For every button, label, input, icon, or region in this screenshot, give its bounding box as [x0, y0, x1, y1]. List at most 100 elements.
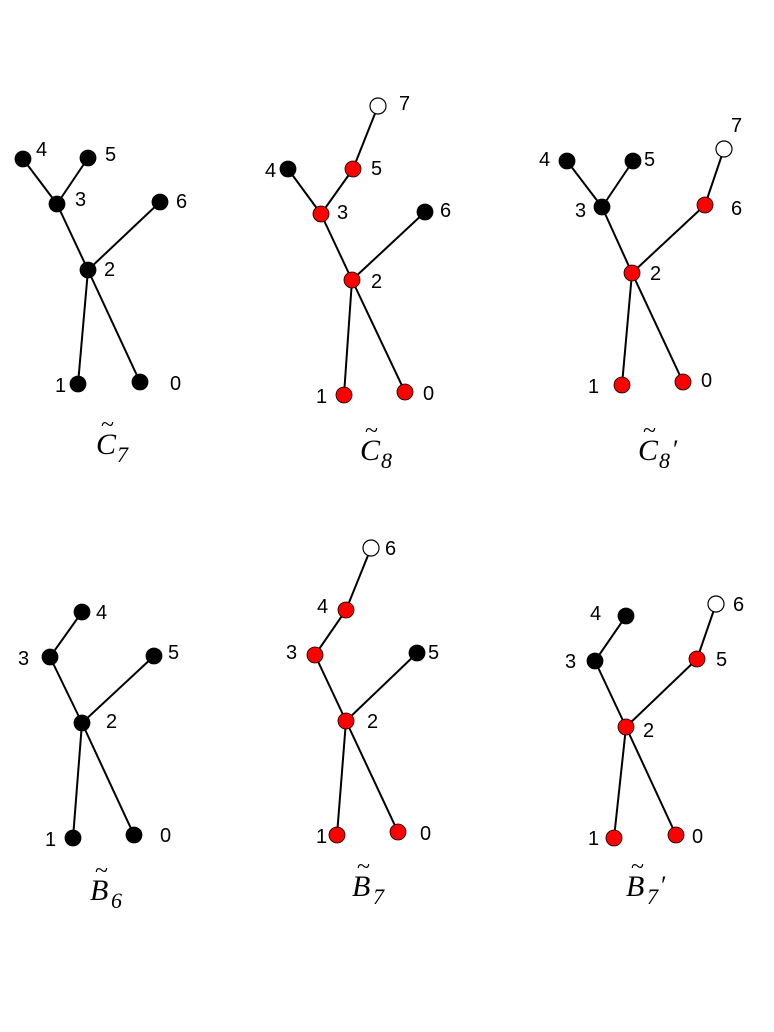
edge-2-5 — [345, 652, 418, 722]
node-4-black — [617, 607, 635, 625]
node-3-black — [586, 652, 604, 670]
edge-2-6 — [351, 211, 426, 281]
edge-2-1 — [77, 269, 89, 385]
node-6-open — [362, 539, 380, 557]
node-label-5: 5 — [428, 642, 439, 664]
node-5-red — [688, 650, 706, 668]
edge-2-0 — [625, 726, 677, 836]
node-label-6: 6 — [176, 191, 187, 213]
diagram-name: B — [90, 874, 108, 907]
edge-5-6 — [696, 603, 717, 660]
node-1-black — [69, 375, 87, 393]
node-label-2: 2 — [106, 711, 117, 733]
node-0-black — [131, 373, 149, 391]
node-4-black — [14, 150, 32, 168]
node-label-3: 3 — [18, 648, 29, 670]
diagram-name: C — [638, 434, 659, 467]
edge-2-1 — [343, 279, 353, 396]
node-5-black — [408, 644, 426, 662]
edge-3-4 — [22, 158, 58, 205]
node-2-black — [73, 714, 91, 732]
node-3-black — [41, 648, 59, 666]
edge-2-0 — [81, 722, 135, 836]
edge-2-0 — [351, 279, 406, 393]
node-label-5: 5 — [716, 649, 727, 671]
node-5-red — [344, 160, 362, 178]
diagram-subscript: 8 — [381, 448, 392, 473]
node-label-6: 6 — [733, 594, 744, 616]
node-6-red — [696, 196, 714, 214]
diagram-name: B — [626, 870, 644, 903]
node-4-black — [279, 160, 297, 178]
node-2-black — [79, 261, 97, 279]
edge-3-5 — [601, 160, 634, 208]
node-3-black — [48, 195, 66, 213]
node-0-black — [125, 826, 143, 844]
edge-3-4 — [594, 615, 627, 662]
tilde-mark: ~ — [365, 418, 378, 444]
node-label-0: 0 — [701, 370, 712, 392]
node-2-red — [343, 271, 361, 289]
node-4-black — [73, 603, 91, 621]
diagram-subscript: 7 — [117, 442, 129, 467]
node-0-red — [674, 373, 692, 391]
node-label-3: 3 — [575, 200, 586, 222]
node-label-6: 6 — [731, 198, 742, 220]
node-0-red — [396, 383, 414, 401]
diagram-name: C — [360, 434, 381, 467]
diagram-subscript: 7 — [373, 884, 385, 909]
node-label-4: 4 — [539, 149, 550, 171]
node-label-5: 5 — [105, 144, 116, 166]
node-label-0: 0 — [420, 823, 431, 845]
edge-2-1 — [336, 720, 347, 836]
edge-2-6 — [87, 201, 161, 271]
node-label-0: 0 — [170, 373, 181, 395]
node-label-4: 4 — [317, 596, 328, 618]
node-label-2: 2 — [104, 259, 115, 281]
node-5-black — [79, 149, 97, 167]
edge-2-1 — [621, 272, 633, 386]
edge-3-4 — [566, 160, 603, 208]
tilde-mark: ~ — [631, 854, 644, 880]
edge-2-1 — [613, 726, 627, 839]
node-label-0: 0 — [423, 383, 434, 405]
node-label-6: 6 — [385, 538, 396, 560]
node-3-red — [312, 205, 330, 223]
node-4-red — [337, 601, 355, 619]
node-label-6: 6 — [440, 200, 451, 222]
edge-2-3 — [49, 656, 83, 724]
tilde-mark: ~ — [643, 418, 656, 444]
node-label-5: 5 — [168, 642, 179, 664]
edge-2-3 — [56, 203, 89, 271]
edge-2-3 — [601, 206, 633, 274]
node-label-2: 2 — [367, 711, 378, 733]
node-label-4: 4 — [96, 602, 107, 624]
node-7-open — [369, 97, 387, 115]
edge-2-0 — [87, 269, 141, 383]
edge-3-4 — [314, 609, 347, 656]
node-label-3: 3 — [286, 642, 297, 664]
edge-3-4 — [49, 611, 83, 658]
node-label-2: 2 — [643, 720, 654, 742]
diagram-subscript: 7 — [647, 884, 659, 909]
node-2-red — [623, 264, 641, 282]
edge-2-1 — [72, 722, 83, 839]
edge-2-0 — [631, 272, 684, 383]
node-label-4: 4 — [36, 139, 47, 161]
node-6-open — [707, 595, 725, 613]
node-6-black — [151, 193, 169, 211]
node-3-black — [593, 198, 611, 216]
node-3-red — [306, 646, 324, 664]
node-label-1: 1 — [316, 826, 327, 848]
node-label-0: 0 — [692, 826, 703, 848]
node-2-red — [337, 712, 355, 730]
edge-3-5 — [320, 168, 354, 215]
node-6-black — [416, 203, 434, 221]
node-label-3: 3 — [75, 189, 86, 211]
